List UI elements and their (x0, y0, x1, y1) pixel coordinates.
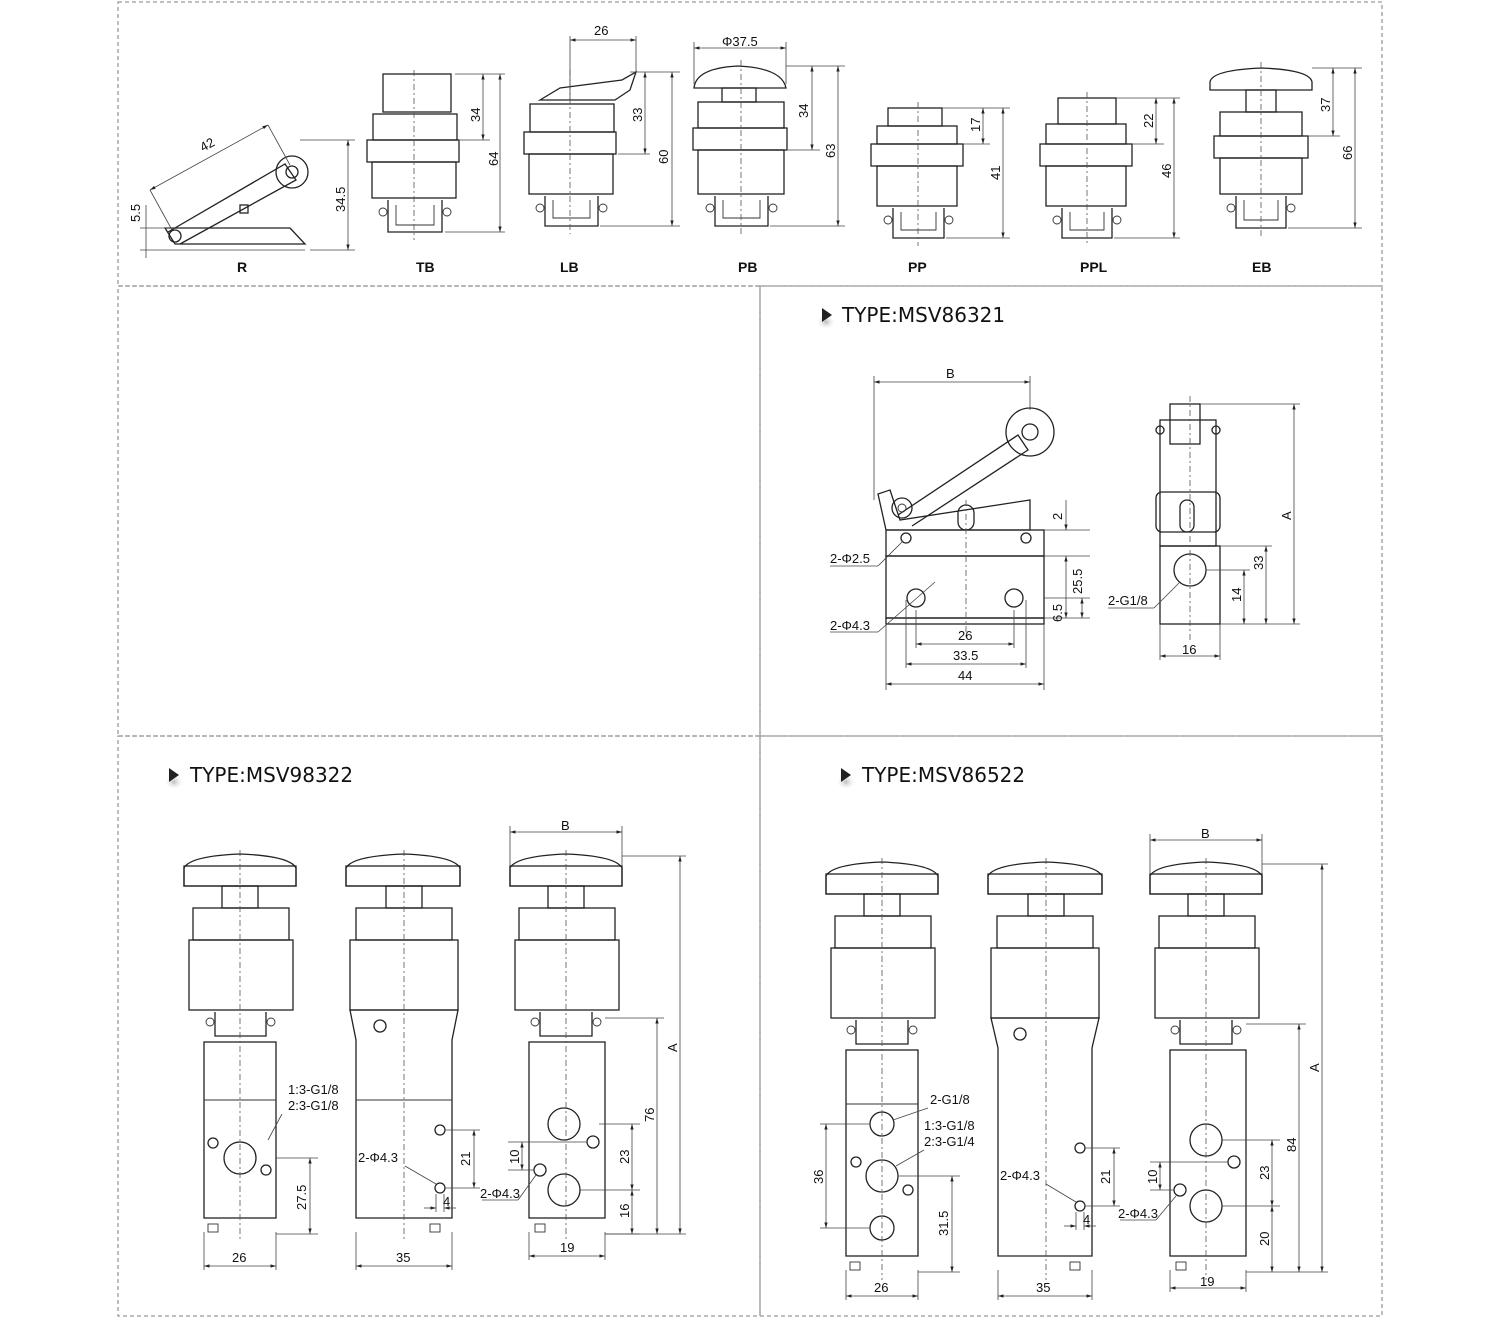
msv98322-dim-19: 19 (560, 1240, 574, 1255)
dim-ppl-22: 22 (1141, 114, 1156, 128)
actuator-eb-label: EB (1252, 259, 1271, 275)
msv86522-dim-21: 21 (1098, 1170, 1113, 1184)
msv98322-label-port2: 2:3-G1/8 (288, 1098, 339, 1113)
msv86522-title-marker (836, 768, 856, 790)
msv86522-dim-84: 84 (1284, 1138, 1299, 1152)
dim-r-42: 42 (197, 134, 217, 154)
msv86522-label-a: A (1307, 1063, 1322, 1072)
msv86321-dim-6-5: 6.5 (1050, 604, 1065, 622)
msv86321-dim-2: 2 (1050, 513, 1065, 520)
actuator-lb-label: LB (560, 259, 579, 275)
actuator-pp-drawing (870, 102, 1010, 246)
actuator-pb-label: PB (738, 259, 757, 275)
msv86321-label-a: A (1279, 511, 1294, 520)
msv86321-label-hole-mount: 2-Φ4.3 (830, 618, 870, 633)
msv98322-view-port (482, 826, 686, 1260)
msv86522-dim-4: 4 (1083, 1212, 1090, 1227)
msv86321-dim-16: 16 (1182, 642, 1196, 657)
msv98322-dim-26: 26 (232, 1250, 246, 1265)
msv86522-view-side (987, 858, 1120, 1300)
msv86522-label-port1: 1:3-G1/8 (924, 1118, 975, 1133)
msv86522-label-hole2: 2-Φ4.3 (1118, 1206, 1158, 1221)
msv98322-view-front (183, 850, 318, 1270)
msv86522-dim-26: 26 (874, 1280, 888, 1295)
msv98322-label-hole: 2-Φ4.3 (358, 1150, 398, 1165)
msv86321-side-view (1108, 396, 1300, 660)
msv86321-dim-14: 14 (1229, 588, 1244, 602)
msv86522-dim-23: 23 (1257, 1166, 1272, 1180)
msv86522-dim-10: 10 (1145, 1170, 1160, 1184)
msv98322-dim-76: 76 (642, 1108, 657, 1122)
actuator-pp-label: PP (908, 259, 927, 275)
msv86522-dim-35: 35 (1036, 1280, 1050, 1295)
actuator-tb-label: TB (416, 259, 435, 275)
actuator-pb-drawing (692, 42, 845, 234)
dim-pp-17: 17 (968, 118, 983, 132)
dim-r-5-5: 5.5 (128, 204, 143, 222)
dim-r-34-5: 34.5 (333, 187, 348, 212)
dim-tb-64: 64 (486, 152, 501, 166)
msv86522-label-b: B (1201, 826, 1210, 841)
msv86321-front-view (830, 376, 1090, 690)
msv86321-dim-25-5: 25.5 (1070, 569, 1085, 594)
msv86522-view-port (1120, 834, 1328, 1292)
msv86522-dim-36: 36 (811, 1170, 826, 1184)
actuator-lb-drawing (523, 36, 680, 234)
panel-frames (117, 1, 1383, 1317)
msv86522-dim-20: 20 (1257, 1232, 1272, 1246)
dim-tb-34: 34 (468, 108, 483, 122)
msv86321-dim-33: 33 (1251, 556, 1266, 570)
msv86321-dim-44: 44 (958, 668, 972, 683)
msv86522-dim-31-5: 31.5 (936, 1211, 951, 1236)
dim-lb-33: 33 (630, 108, 645, 122)
msv86522-dim-19: 19 (1200, 1274, 1214, 1289)
msv98322-dim-35: 35 (396, 1250, 410, 1265)
msv86321-title-marker (816, 308, 836, 330)
dim-eb-66: 66 (1340, 146, 1355, 160)
actuator-r-label: R (237, 259, 247, 275)
msv86522-title: TYPE:MSV86522 (861, 763, 1025, 787)
msv98322-dim-16: 16 (617, 1204, 632, 1218)
msv86321-label-hole-small: 2-Φ2.5 (830, 551, 870, 566)
msv98322-label-a: A (665, 1043, 680, 1052)
msv98322-dim-4: 4 (443, 1194, 450, 1209)
dim-pp-41: 41 (988, 166, 1003, 180)
msv86522-label-port2: 2:3-G1/4 (924, 1134, 975, 1149)
dim-pb-34: 34 (796, 104, 811, 118)
dim-eb-37: 37 (1318, 98, 1333, 112)
msv98322-label-hole2: 2-Φ4.3 (480, 1186, 520, 1201)
msv86522-view-front (820, 858, 960, 1300)
actuator-ppl-drawing (1039, 92, 1180, 246)
actuator-ppl-label: PPL (1080, 259, 1108, 275)
msv98322-dim-21: 21 (458, 1152, 473, 1166)
msv86522-label-port-a: 2-G1/8 (930, 1092, 970, 1107)
msv86321-dim-26: 26 (958, 628, 972, 643)
msv98322-view-side (345, 850, 480, 1270)
msv98322-dim-10: 10 (507, 1150, 522, 1164)
dim-pb-63: 63 (823, 144, 838, 158)
dim-ppl-46: 46 (1159, 164, 1174, 178)
actuator-eb-drawing (1209, 62, 1362, 236)
msv86321-label-port: 2-G1/8 (1108, 593, 1148, 608)
msv86321-title: TYPE:MSV86321 (841, 303, 1005, 327)
msv98322-label-port1: 1:3-G1/8 (288, 1082, 339, 1097)
msv98322-title-marker (164, 768, 184, 790)
msv98322-dim-23: 23 (617, 1150, 632, 1164)
actuator-r-drawing (140, 124, 355, 258)
msv86522-label-hole: 2-Φ4.3 (1000, 1168, 1040, 1183)
msv98322-dim-27-5: 27.5 (294, 1185, 309, 1210)
dim-lb-26: 26 (594, 23, 608, 38)
msv98322-label-b: B (561, 818, 570, 833)
msv86321-dim-33-5: 33.5 (953, 648, 978, 663)
actuator-tb-drawing (366, 70, 505, 240)
msv86321-label-b: B (946, 366, 955, 381)
dim-pb-phi37-5: Φ37.5 (722, 34, 758, 49)
dim-lb-60: 60 (656, 150, 671, 164)
msv98322-title: TYPE:MSV98322 (189, 763, 353, 787)
